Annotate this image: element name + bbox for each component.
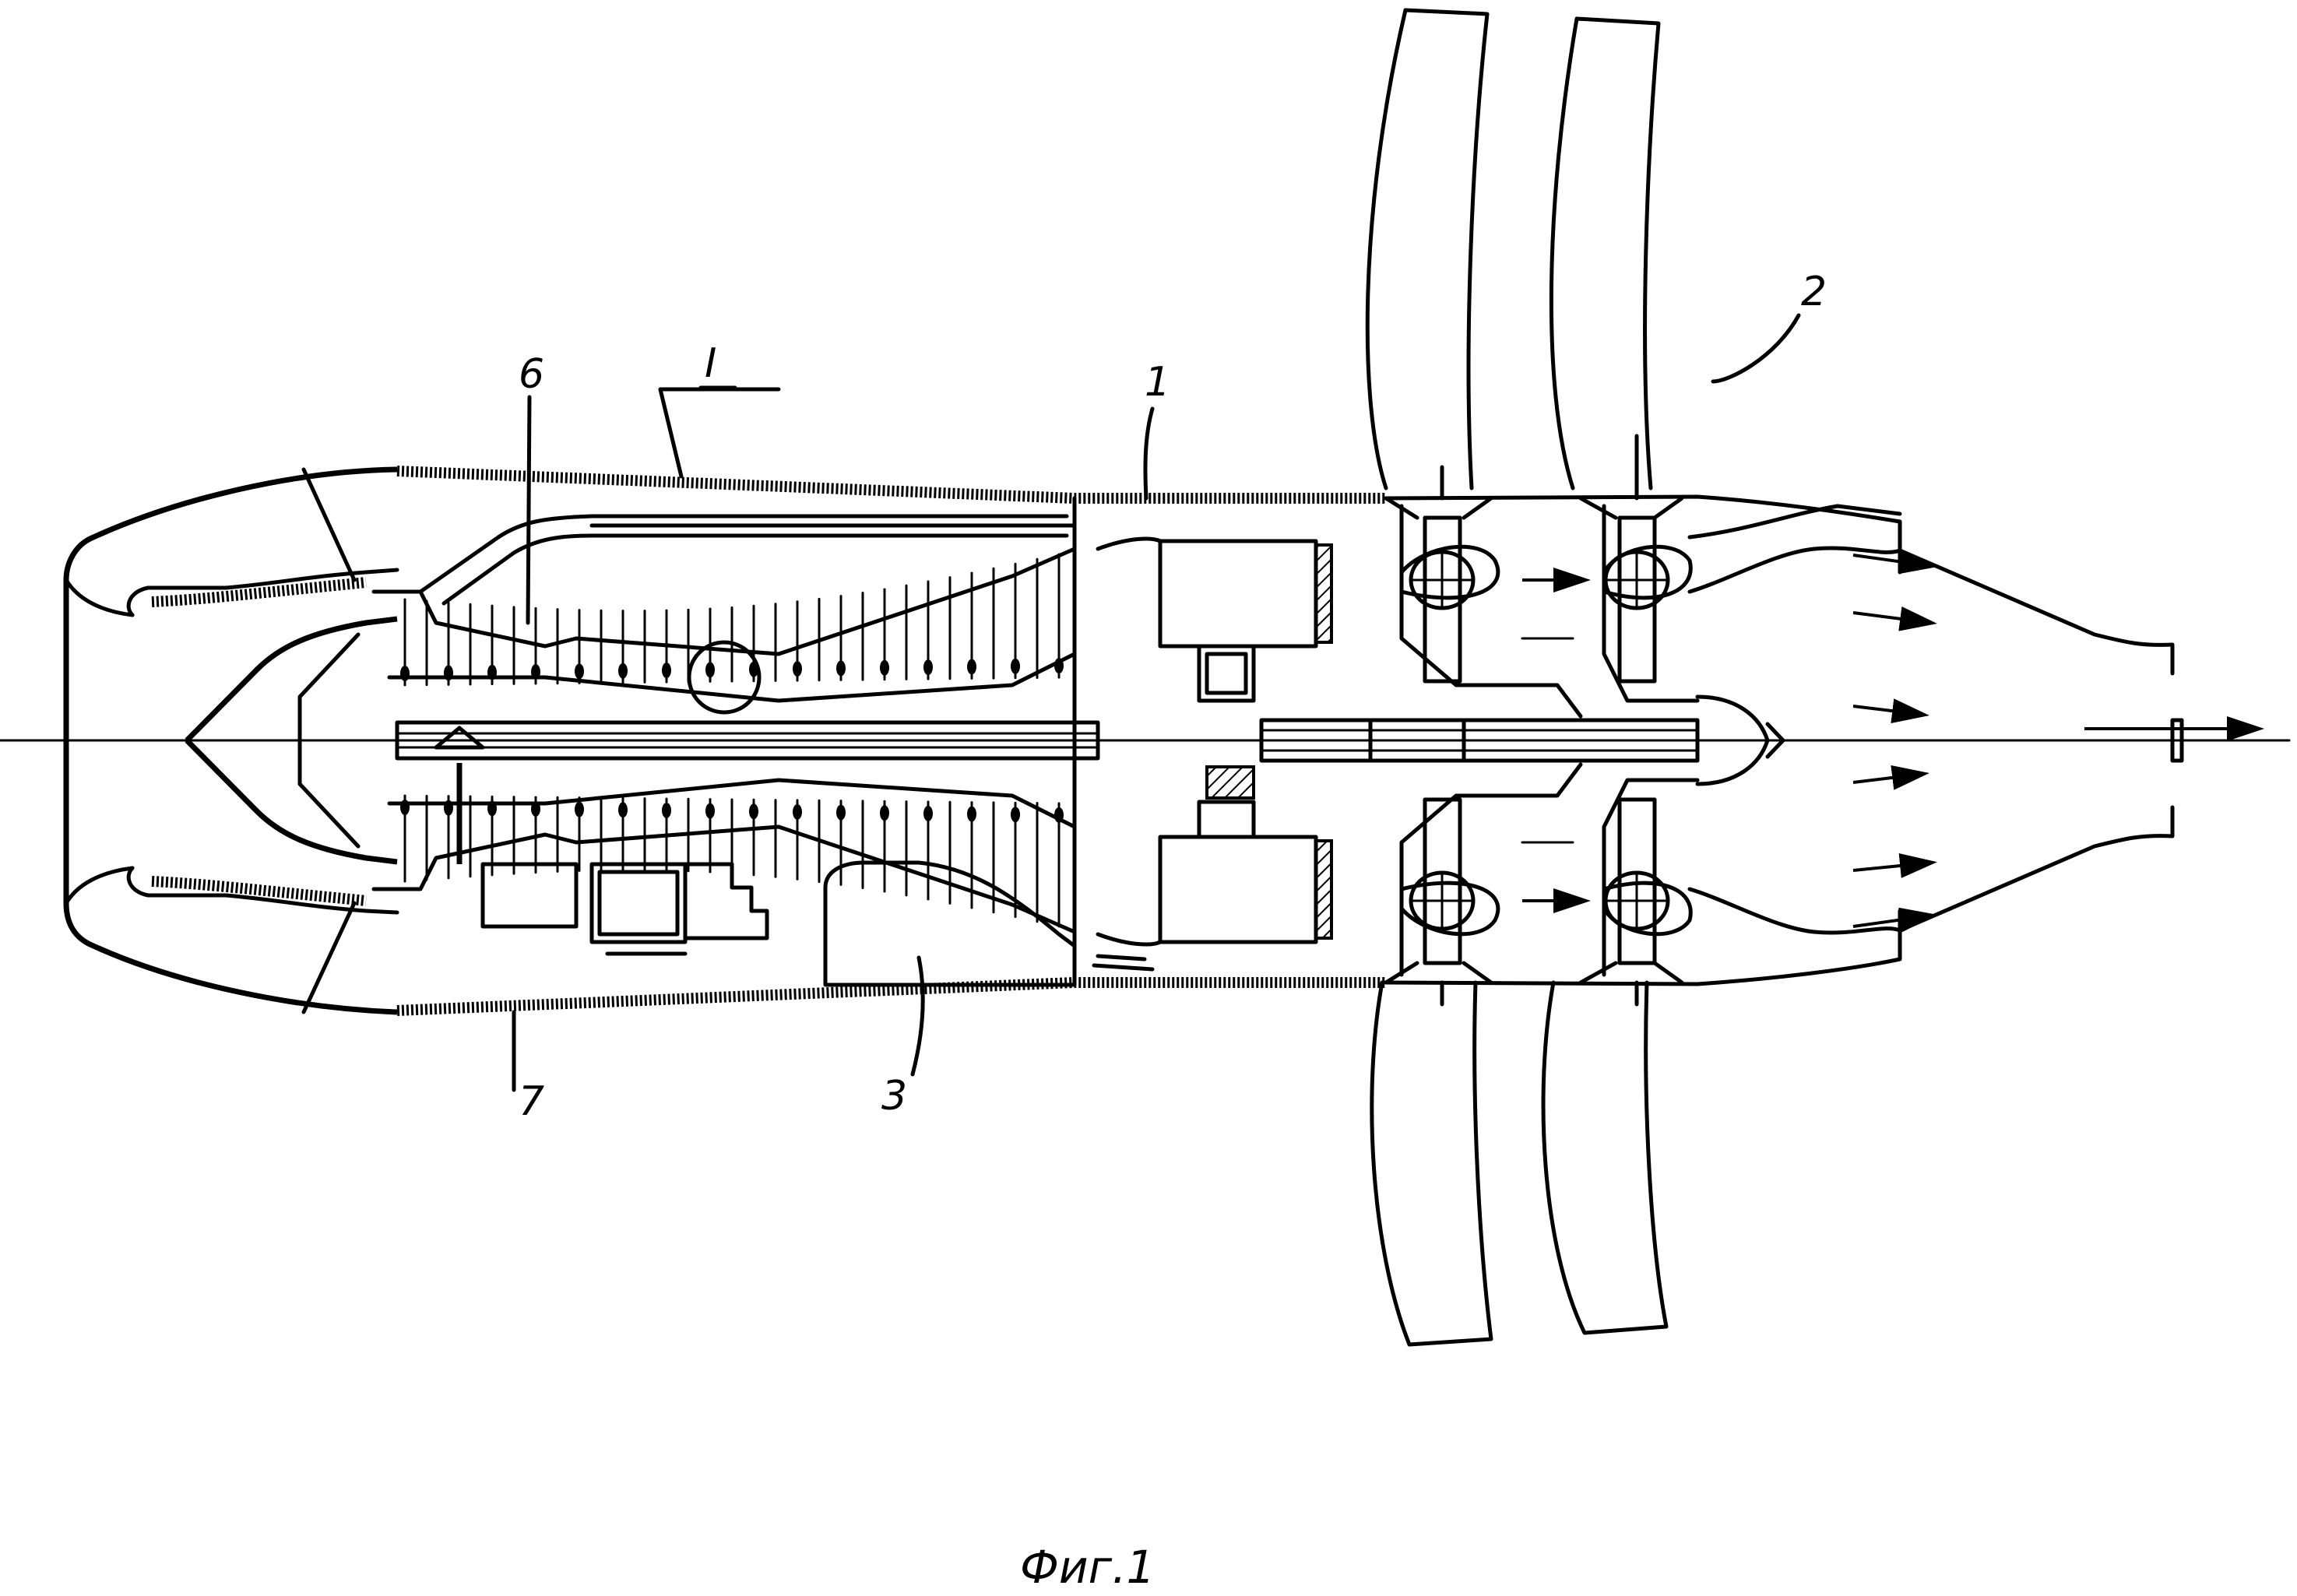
combustion-chamber (1096, 536, 1333, 947)
blade-root (923, 659, 933, 676)
blade-front-lower (1370, 980, 1493, 1347)
lower-duct (823, 860, 1077, 987)
blade-root (662, 663, 671, 679)
blade-root (618, 802, 628, 818)
label-7: 7 (519, 1078, 544, 1125)
label-3: 3 (881, 1073, 907, 1120)
blade-root (880, 805, 889, 821)
blade-root (705, 662, 715, 678)
accessory-gearbox (434, 726, 769, 956)
blade-root (444, 800, 453, 816)
compressor-blade-rows (400, 553, 1064, 928)
blade-root (1054, 807, 1064, 823)
blade-root (444, 665, 453, 681)
blade-root (487, 664, 497, 680)
blade-root (923, 805, 933, 821)
label-6: 6 (519, 351, 544, 398)
blade-aft-upper (1549, 16, 1661, 490)
exhaust-nozzle (1687, 504, 2264, 935)
label-2: 2 (1801, 269, 1827, 315)
outer-casing-top (396, 466, 1386, 504)
blade-root (793, 803, 802, 820)
label-1: 1 (1145, 359, 1170, 406)
propfan-blades (1365, 8, 1669, 1347)
blade-root (705, 803, 715, 819)
blade-root (967, 806, 976, 822)
blade-root (880, 659, 889, 676)
blade-root (749, 803, 758, 820)
blade-root (575, 663, 584, 680)
blade-root (1054, 658, 1064, 674)
blade-root (967, 659, 976, 675)
inlet-nacelle (63, 466, 399, 1015)
blade-root (575, 801, 584, 817)
blade-root (531, 664, 540, 680)
blade-root (836, 660, 846, 677)
blade-root (1011, 807, 1020, 823)
figure-caption: Фиг.1 (1020, 1541, 1155, 1594)
hub-skin-top (1384, 494, 1902, 575)
blade-root (793, 661, 802, 677)
blade-root (1011, 658, 1020, 674)
blade-root (400, 800, 410, 815)
blade-aft-lower (1541, 980, 1669, 1335)
blade-root (531, 800, 540, 817)
blade-root (662, 802, 671, 818)
label-I: I (705, 340, 716, 387)
blade-root (618, 663, 628, 679)
blade-root (400, 666, 410, 681)
blade-root (487, 800, 497, 817)
turbine-section (1259, 504, 1785, 977)
blade-root (836, 804, 846, 821)
hub-skin-bottom (1384, 909, 1902, 986)
blade-front-upper (1365, 8, 1490, 490)
reference-labels: 6 I 1 2 7 3 (512, 269, 1827, 1125)
